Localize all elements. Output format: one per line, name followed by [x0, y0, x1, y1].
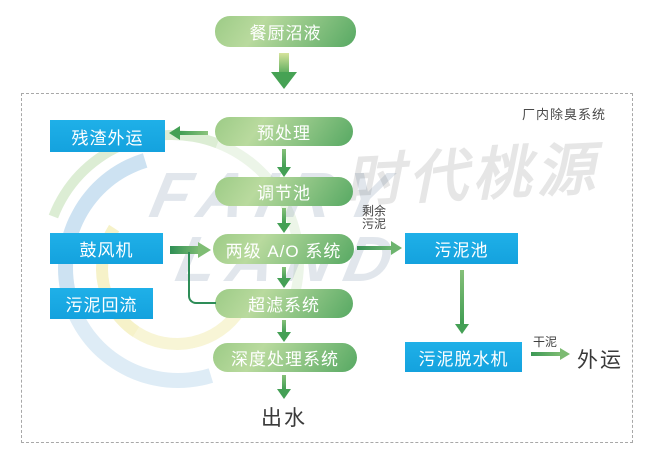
arrow-pretreatment-to-residue-out	[169, 126, 208, 140]
arrow-pretreatment-to-regulating-tank	[277, 149, 291, 177]
node-sludge-tank: 污泥池	[405, 233, 518, 264]
node-regulating-tank: 调节池	[215, 177, 353, 206]
arrow-ultrafiltration-to-advanced-treatment	[277, 320, 291, 342]
node-sludge-return: 污泥回流	[50, 288, 153, 319]
arrow-ao-system-to-sludge-tank	[357, 241, 402, 255]
arrow-dewaterer-to-outbound	[531, 348, 570, 360]
arrow-blower-to-ao-system	[170, 242, 211, 258]
arrow-regulating-tank-to-ao-system	[277, 208, 291, 233]
label-excess-sludge-line1: 剩余	[362, 204, 387, 218]
label-effluent: 出水	[261, 407, 307, 430]
node-advanced-treatment-system: 深度处理系统	[213, 343, 357, 372]
arrow-advanced-treatment-to-effluent	[277, 375, 291, 399]
label-excess-sludge-line2: 污泥	[362, 217, 387, 231]
label-outbound-transport: 外运	[577, 349, 623, 372]
arrow-source-to-pretreatment	[271, 53, 297, 89]
node-ultrafiltration-system: 超滤系统	[215, 289, 353, 318]
arrow-ao-system-to-ultrafiltration	[277, 267, 291, 288]
node-pretreatment: 预处理	[215, 117, 353, 146]
node-blower: 鼓风机	[50, 233, 163, 264]
node-two-stage-ao-system: 两级 A/O 系统	[213, 234, 354, 264]
connector-sludge-return-line	[188, 252, 216, 304]
deodorization-system-label: 厂内除臭系统	[522, 107, 607, 122]
deodorization-system-boundary	[21, 93, 633, 443]
node-kitchen-biogas-slurry: 餐厨沼液	[215, 16, 356, 47]
node-residue-transport-out: 残渣外运	[50, 120, 165, 152]
label-dry-sludge: 干泥	[533, 335, 558, 349]
arrow-sludge-tank-to-dewaterer	[455, 270, 469, 334]
node-sludge-dewaterer: 污泥脱水机	[405, 342, 522, 372]
label-excess-sludge: 剩余 污泥	[362, 205, 386, 231]
